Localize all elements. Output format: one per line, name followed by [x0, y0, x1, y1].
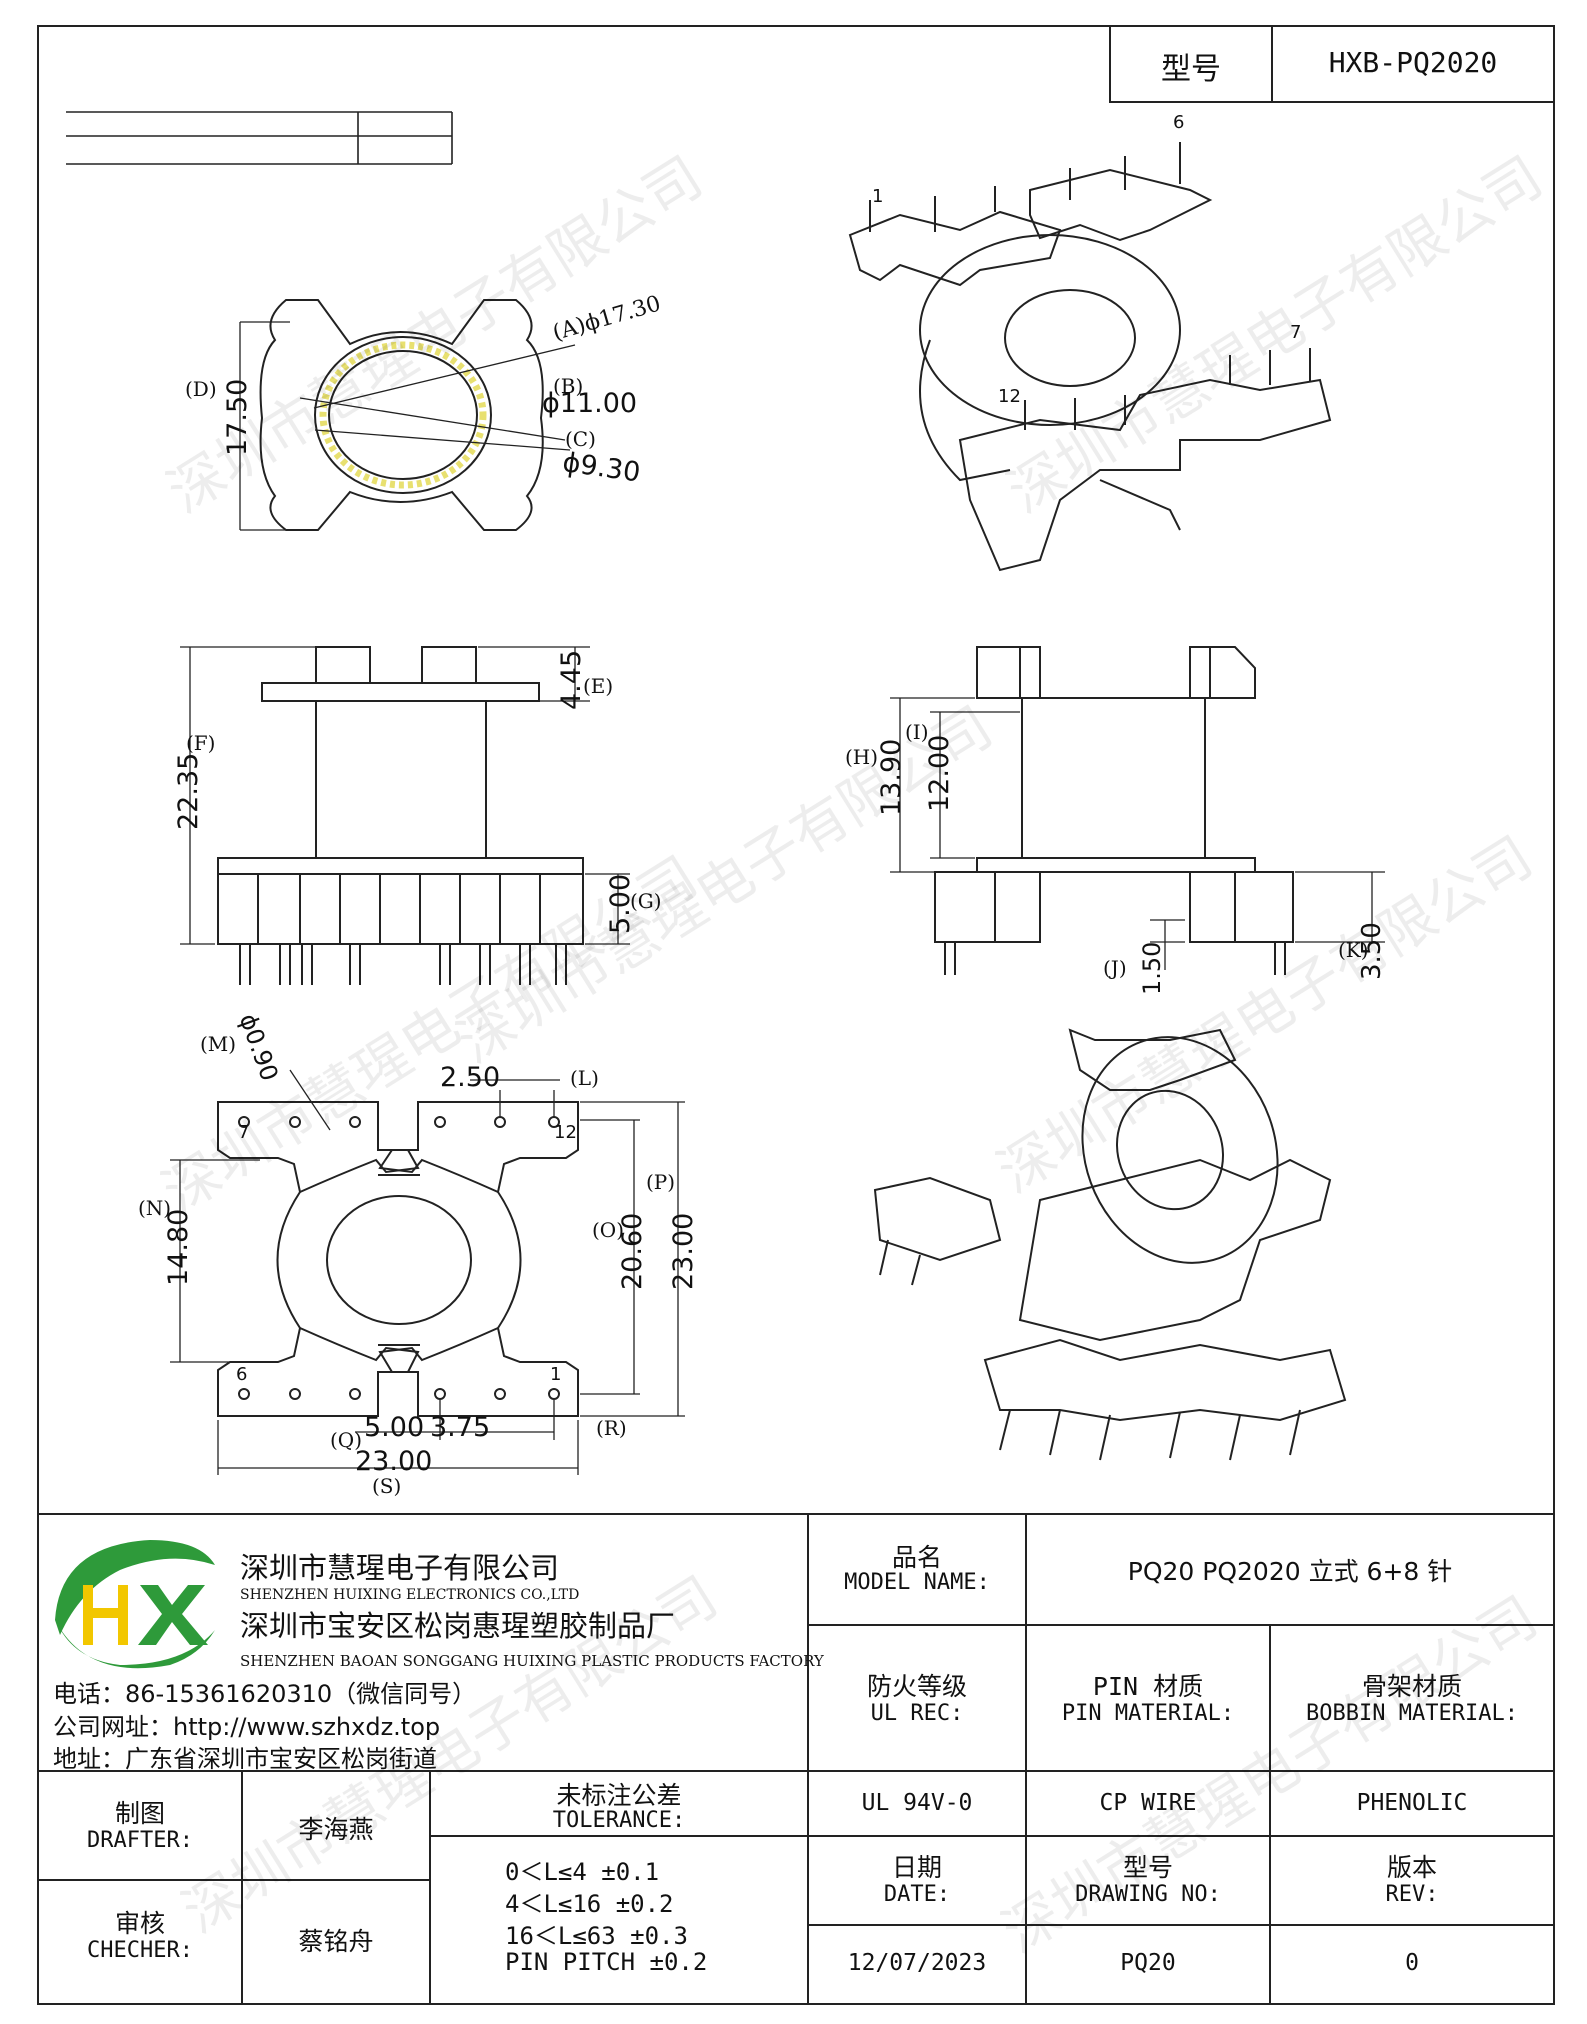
model-title-box: [1109, 25, 1555, 103]
dim-r-label: (R): [596, 1416, 627, 1440]
drafter-en: DRAFTER:: [87, 1828, 193, 1853]
dim-i-value: 12.00: [924, 734, 955, 812]
dim-d-label: (D): [185, 377, 217, 401]
bottom-view: [170, 1069, 685, 1475]
drawing-no-value: PQ20: [1120, 1950, 1176, 1976]
date-cn: 日期: [891, 1853, 942, 1882]
dim-i-label: (I): [905, 720, 929, 744]
pin-material-en: PIN MATERIAL:: [1061, 1701, 1235, 1726]
pin-material-cn: PIN 材质: [1092, 1672, 1204, 1701]
checker-cn: 审核: [114, 1909, 165, 1938]
model-name-cn: 品名: [891, 1543, 942, 1572]
ul-rec-cn: 防火等级: [866, 1672, 967, 1701]
pin-material-value: CP WIRE: [1099, 1790, 1197, 1816]
iso-pin-12: 12: [998, 386, 1021, 407]
dim-n-value: 14.80: [163, 1208, 194, 1286]
top-view: [239, 299, 576, 531]
model-name-en: MODEL NAME:: [844, 1570, 990, 1595]
bottom-pin-12: 12: [554, 1122, 577, 1143]
iso-view-top: [848, 142, 1332, 572]
factory-name-cn: 深圳市宝安区松岗惠瑆塑胶制品厂: [240, 1609, 676, 1643]
iso-pin-1: 1: [872, 186, 884, 207]
dim-h-value: 13.90: [876, 738, 907, 816]
dim-q-value: 5.00: [364, 1412, 425, 1443]
bobbin-material-cn: 骨架材质: [1361, 1672, 1462, 1701]
dim-s-value: 23.00: [355, 1446, 433, 1477]
dim-j-label: (J): [1103, 956, 1127, 980]
drawing-no-en: DRAWING NO:: [1075, 1882, 1221, 1907]
model-value: HXB-PQ2020: [1328, 46, 1498, 79]
tolerance-row: 0＜L≤4 ±0.1: [505, 1858, 660, 1886]
dim-o-label: (O): [592, 1218, 625, 1242]
model-name-value: PQ20 PQ2020 立式 6+8 针: [1127, 1557, 1453, 1586]
dim-r-value: 3.75: [430, 1412, 491, 1443]
dim-f-label: (F): [186, 731, 216, 755]
dim-c-label: (C): [565, 427, 596, 451]
dim-h-label: (H): [845, 745, 879, 769]
drafter-cn: 制图: [114, 1799, 165, 1828]
dim-l-label: (L): [570, 1066, 599, 1090]
model-label: 型号: [1161, 52, 1221, 87]
dim-l-value: 2.50: [440, 1062, 501, 1093]
bobbin-material-en: BOBBIN MATERIAL:: [1306, 1701, 1518, 1726]
ul-value: UL 94V-0: [861, 1790, 973, 1816]
tolerance-row: 4＜L≤16 ±0.2: [505, 1890, 674, 1918]
company-address: 地址：广东省深圳市宝安区松岗街道: [53, 1745, 437, 1773]
tolerance-row: PIN PITCH ±0.2: [505, 1948, 708, 1976]
tolerance-title-cn: 未标注公差: [556, 1781, 682, 1810]
dim-s-label: (S): [372, 1474, 402, 1498]
iso-view-bottom: [873, 1028, 1347, 1461]
company-name-cn: 深圳市慧瑆电子有限公司: [240, 1551, 560, 1585]
dim-b-label: (B): [553, 374, 584, 398]
dim-k-label: (K): [1338, 938, 1369, 962]
ul-rec-en: UL REC:: [870, 1701, 964, 1726]
dim-m-label: (M): [200, 1032, 237, 1056]
dim-o-value: 20.60: [617, 1212, 648, 1290]
checker-name: 蔡铭舟: [298, 1927, 374, 1956]
dim-n-label: (N): [138, 1196, 172, 1220]
dim-q-label: (Q): [330, 1428, 363, 1452]
thin-profile-view: [66, 111, 453, 165]
tolerance-row: 16＜L≤63 ±0.3: [505, 1922, 688, 1950]
company-website: 公司网址：http://www.szhxdz.top: [53, 1713, 441, 1741]
dim-b-value: ϕ11.00: [542, 388, 638, 419]
drafter-name: 李海燕: [298, 1815, 374, 1844]
dim-j-value: 1.50: [1138, 941, 1166, 995]
tolerance-title-en: TOLERANCE:: [552, 1808, 686, 1833]
title-block-lines: [38, 1513, 1554, 2004]
rev-en: REV:: [1385, 1882, 1439, 1907]
bottom-pin-6: 6: [236, 1364, 248, 1385]
factory-name-en: SHENZHEN BAOAN SONGGANG HUIXING PLASTIC …: [240, 1652, 824, 1670]
date-value: 12/07/2023: [847, 1950, 987, 1976]
bobbin-material-value: PHENOLIC: [1356, 1790, 1468, 1816]
dim-g-label: (G): [630, 889, 662, 913]
rev-value: 0: [1405, 1950, 1419, 1976]
side-view: [890, 646, 1385, 975]
date-en: DATE:: [883, 1882, 951, 1907]
iso-pin-7: 7: [1290, 322, 1302, 343]
drawing-border: [37, 25, 1555, 2005]
company-name-en: SHENZHEN HUIXING ELECTRONICS CO.,LTD: [240, 1587, 580, 1603]
front-view: [180, 646, 630, 985]
dim-e-label: (E): [583, 674, 614, 698]
iso-pin-6: 6: [1173, 112, 1185, 133]
checker-en: CHECHER:: [87, 1938, 193, 1963]
company-logo-mark: [55, 1540, 215, 1669]
dim-p-label: (P): [646, 1170, 676, 1194]
company-phone: 电话：86-15361620310（微信同号）: [53, 1680, 477, 1708]
bottom-pin-7: 7: [238, 1122, 250, 1143]
rev-cn: 版本: [1386, 1853, 1437, 1882]
dim-d-value: 17.50: [222, 378, 253, 456]
dim-p-value: 23.00: [668, 1212, 699, 1290]
drawing-no-cn: 型号: [1122, 1853, 1173, 1882]
bottom-pin-1: 1: [550, 1364, 562, 1385]
dim-f-value: 22.35: [173, 752, 204, 830]
